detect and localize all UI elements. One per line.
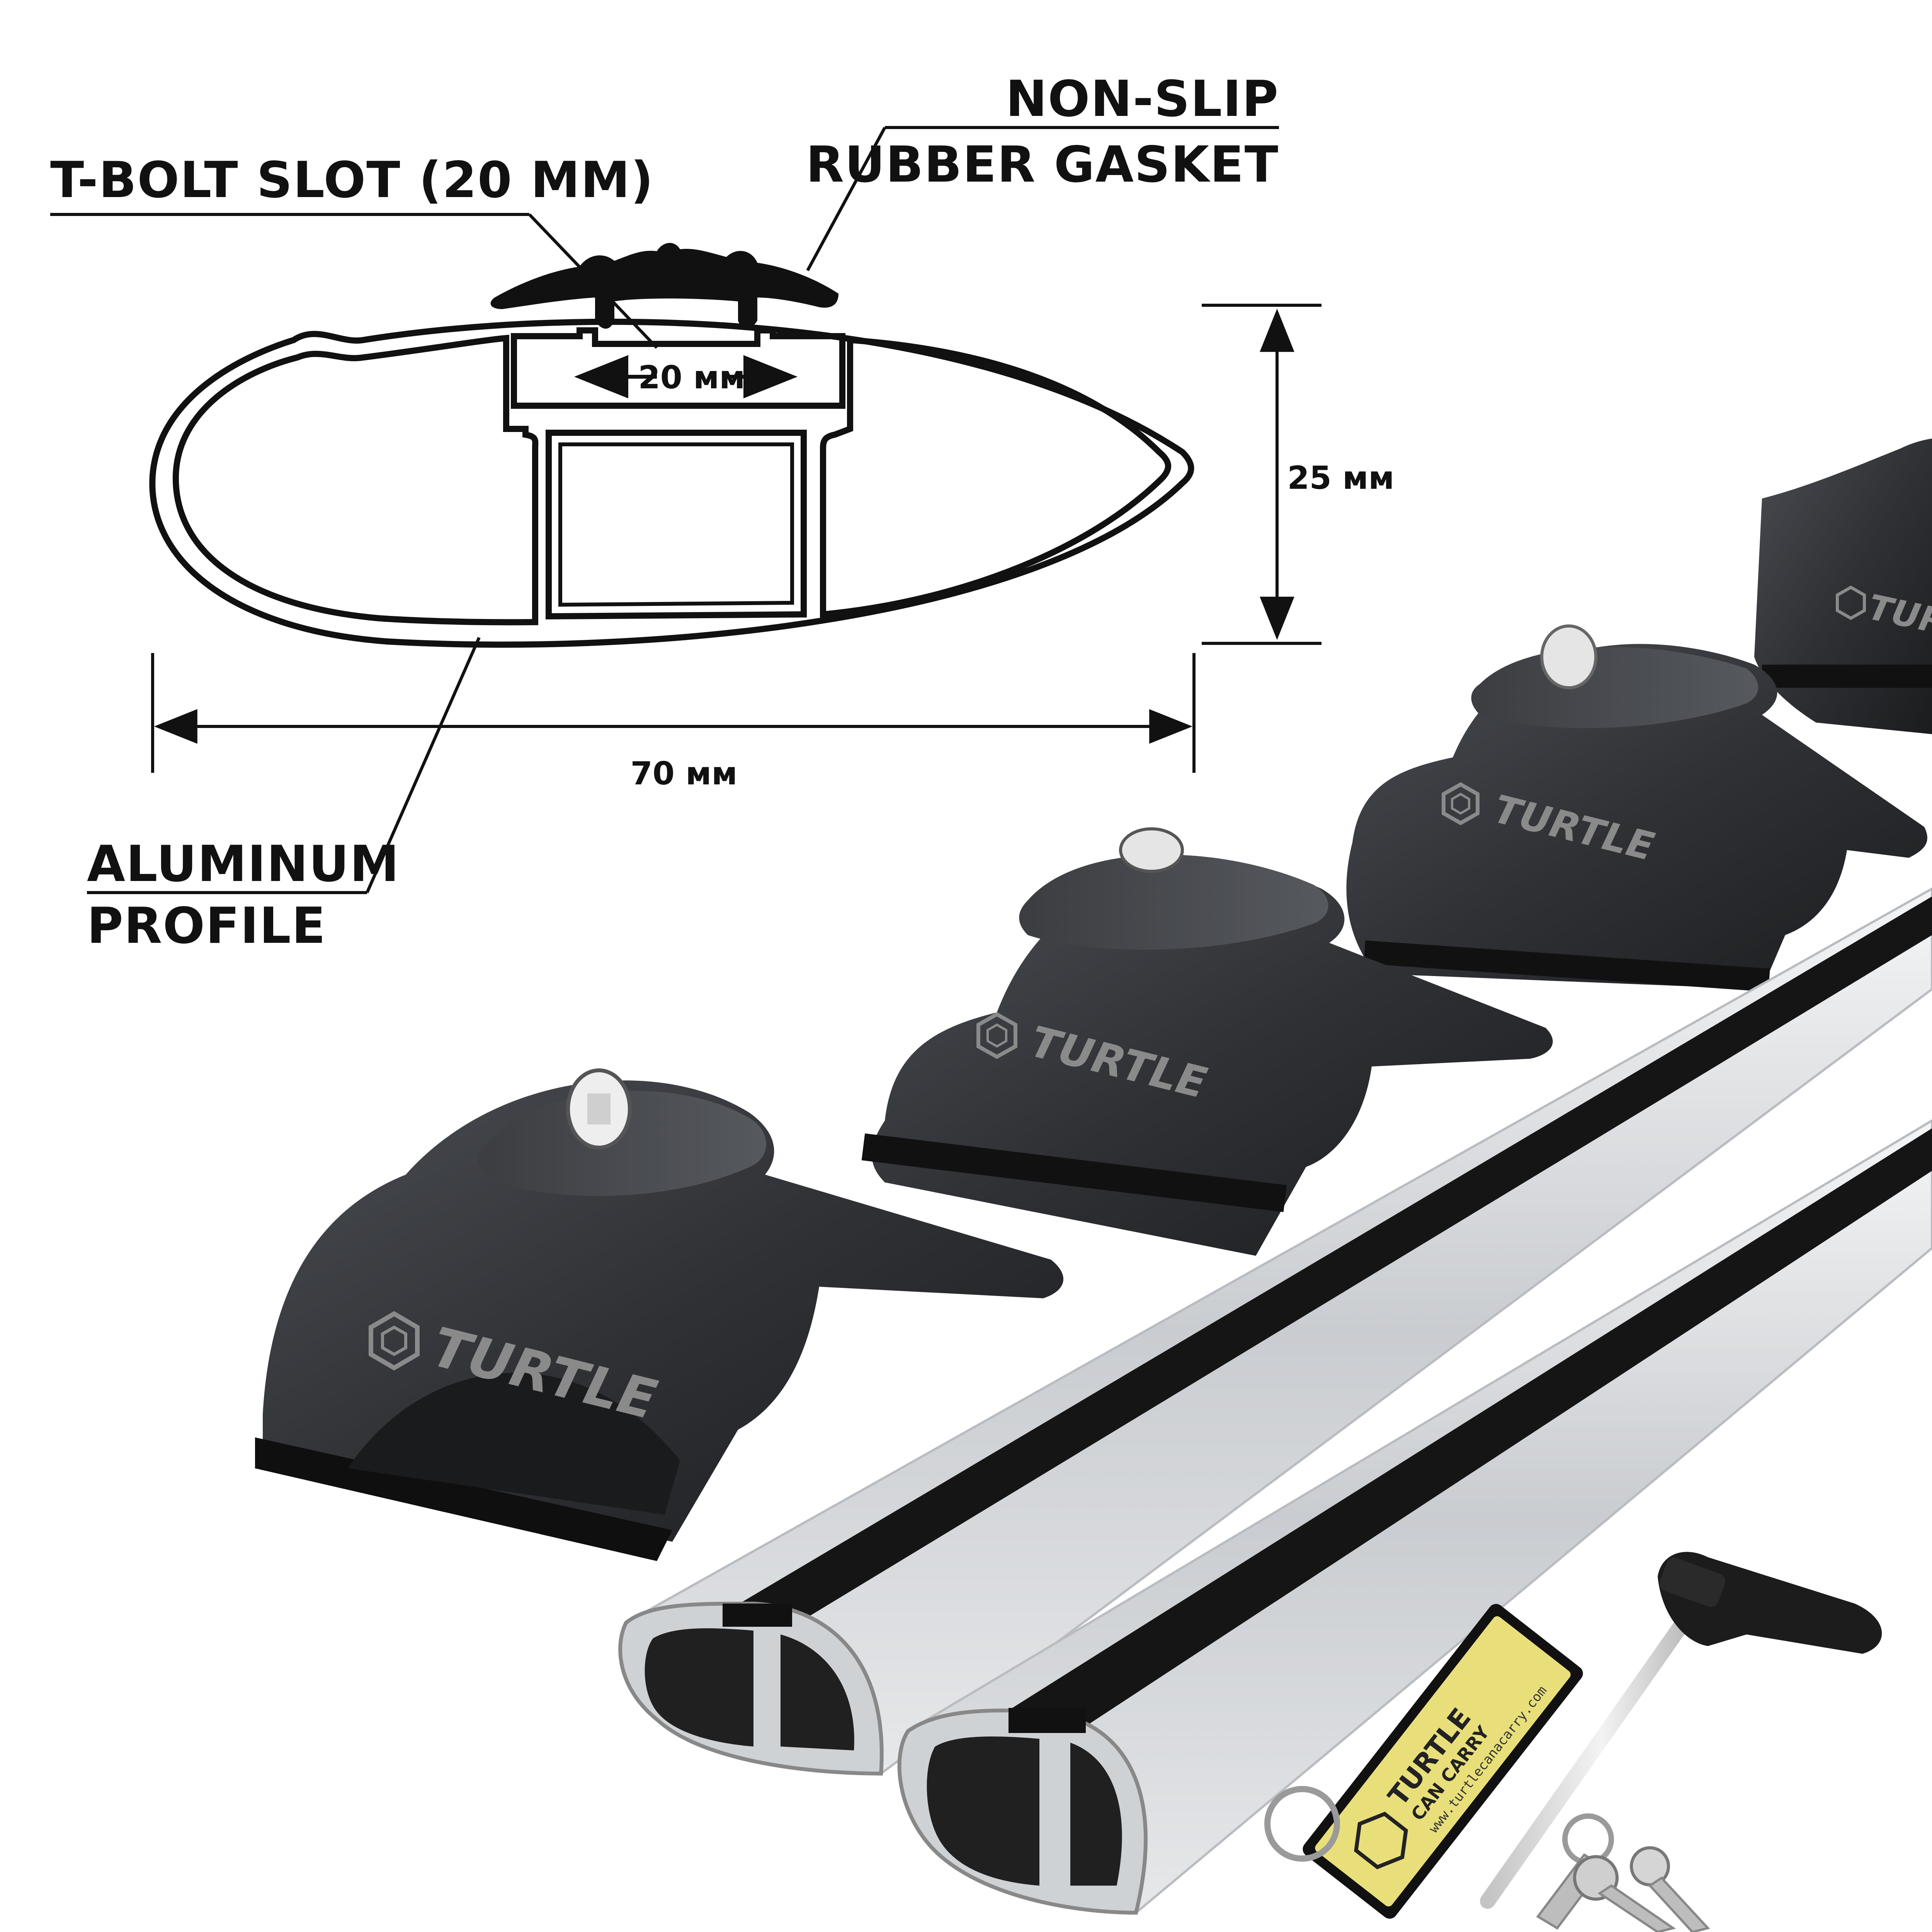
rack-foot-3: TURTLE	[1346, 624, 1927, 992]
aluminum-label-line2: PROFILE	[87, 897, 326, 955]
product-photo: TURTLE TURTLE	[255, 439, 1932, 1932]
aluminum-bar-2-rubber-strip	[1012, 1128, 1932, 1739]
non-slip-label-line2: RUBBER GASKET	[806, 136, 1279, 194]
height-dimension: 25 мм	[1287, 460, 1395, 497]
rack-foot-2: TURTLE	[861, 827, 1553, 1256]
rack-foot-3-lock	[1540, 624, 1597, 689]
key-ring	[1264, 1786, 1340, 1862]
non-slip-label-line1: NON-SLIP	[1006, 70, 1279, 128]
rack-foot-2-lock	[1119, 827, 1184, 873]
torque-tool	[1480, 1552, 1882, 1909]
t-bolt-slot-channel	[511, 327, 845, 409]
key-tag: TURTLE CAN CARRY www.turtlecanacarry.com	[1303, 1604, 1583, 1919]
profile-center-chamber	[546, 430, 807, 620]
profile-right-chamber	[820, 337, 1172, 618]
width-dimension: 70 мм	[631, 755, 738, 792]
rubber-gasket	[490, 243, 838, 329]
aluminum-bar-2	[897, 1119, 1932, 1915]
cross-section-diagram: 20 мм 25 мм 70 мм T-BOLT SLOT (20 MM) NO…	[50, 70, 1394, 955]
profile-left-chamber	[172, 335, 539, 626]
aluminum-bar-1	[618, 887, 1932, 1776]
aluminum-bar-1-rubber-strip	[726, 896, 1932, 1638]
t-bolt-slot-label: T-BOLT SLOT (20 MM)	[50, 151, 654, 209]
keys	[1536, 1813, 1710, 1932]
rack-foot-1: TURTLE	[255, 1068, 1064, 1561]
aluminum-label-line1: ALUMINUM	[87, 835, 400, 893]
profile-outer-outline	[149, 318, 1194, 648]
slot-width-dimension: 20 мм	[638, 359, 745, 396]
rack-foot-4: TURTLE	[1754, 439, 1932, 734]
